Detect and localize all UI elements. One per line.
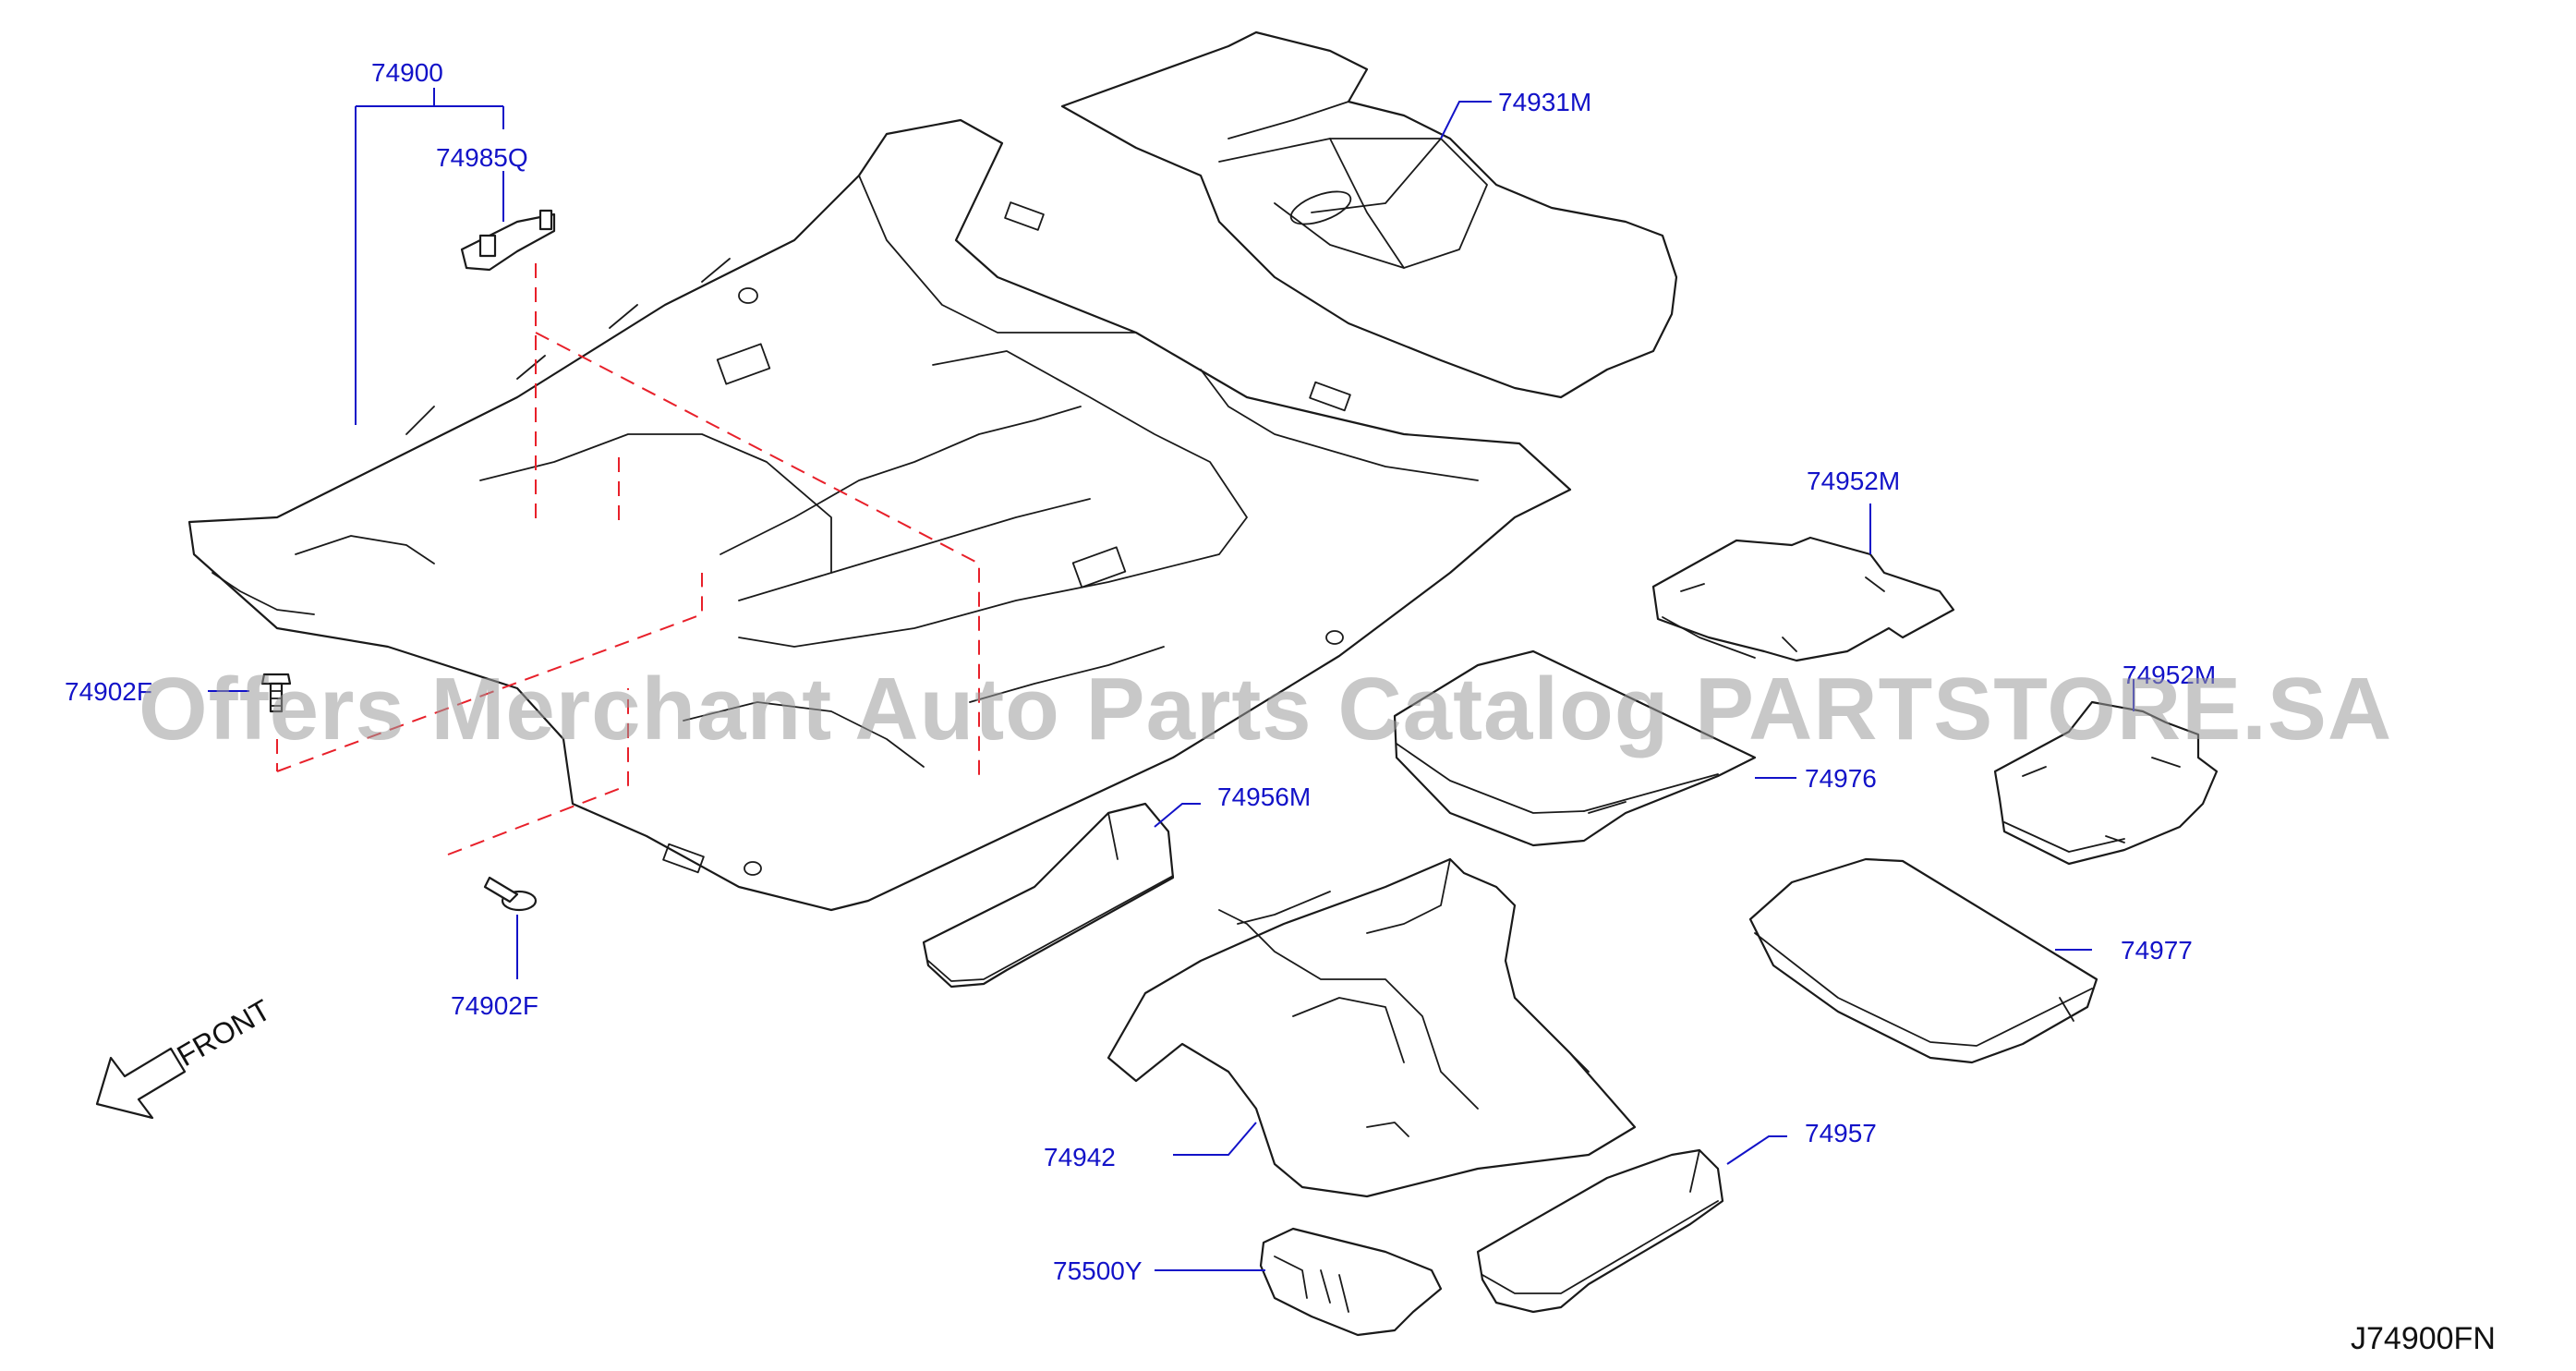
part-label-74931M[interactable]: 74931M: [1498, 88, 1591, 116]
tunnel-insulator-74942[interactable]: [1107, 857, 1637, 1198]
part-label-75500Y[interactable]: 75500Y: [1053, 1256, 1143, 1285]
main-floor-carpet[interactable]: [187, 118, 1572, 912]
part-label-74900[interactable]: 74900: [371, 58, 443, 87]
part-label-74985Q[interactable]: 74985Q: [436, 143, 528, 172]
spacer-75500Y[interactable]: [1259, 1227, 1443, 1337]
fastener-left[interactable]: [260, 673, 292, 713]
part-label-74977[interactable]: 74977: [2121, 936, 2193, 965]
rear-carpet[interactable]: [1060, 30, 1678, 399]
watermark: Offers Merchant Auto Parts Catalog PARTS…: [139, 660, 2392, 758]
leader-lines: [208, 88, 2135, 1271]
front-label: FRONT: [172, 993, 276, 1073]
insulator-pad-lower[interactable]: [1993, 700, 2219, 866]
part-label-74942[interactable]: 74942: [1044, 1143, 1116, 1171]
front-floor-mat-74956M[interactable]: [922, 802, 1175, 989]
front-direction-arrow-icon: [95, 1047, 187, 1120]
carpet-clip[interactable]: [460, 209, 556, 272]
part-label-74952M-upper[interactable]: 74952M: [1807, 467, 1900, 495]
diagram-reference-code: J74900FN: [2351, 1321, 2496, 1356]
part-labels: 74900 74985Q 74931M 74902F 74902F 74952M…: [65, 58, 2216, 1285]
part-label-74902F-left[interactable]: 74902F: [65, 677, 152, 706]
trunk-mat-74977[interactable]: [1748, 857, 2098, 1064]
part-label-74902F-bottom[interactable]: 74902F: [451, 991, 538, 1020]
part-label-74952M-lower[interactable]: 74952M: [2122, 661, 2216, 689]
trunk-mat-74976[interactable]: [1393, 649, 1757, 847]
part-label-74976[interactable]: 74976: [1805, 764, 1877, 793]
fastener-paths: [276, 263, 980, 855]
fastener-bottom[interactable]: [483, 876, 538, 912]
part-label-74957[interactable]: 74957: [1805, 1119, 1877, 1147]
insulator-pad-upper[interactable]: [1651, 536, 1955, 662]
rear-floor-mat-74957[interactable]: [1476, 1148, 1724, 1314]
part-label-74956M[interactable]: 74956M: [1217, 783, 1311, 811]
